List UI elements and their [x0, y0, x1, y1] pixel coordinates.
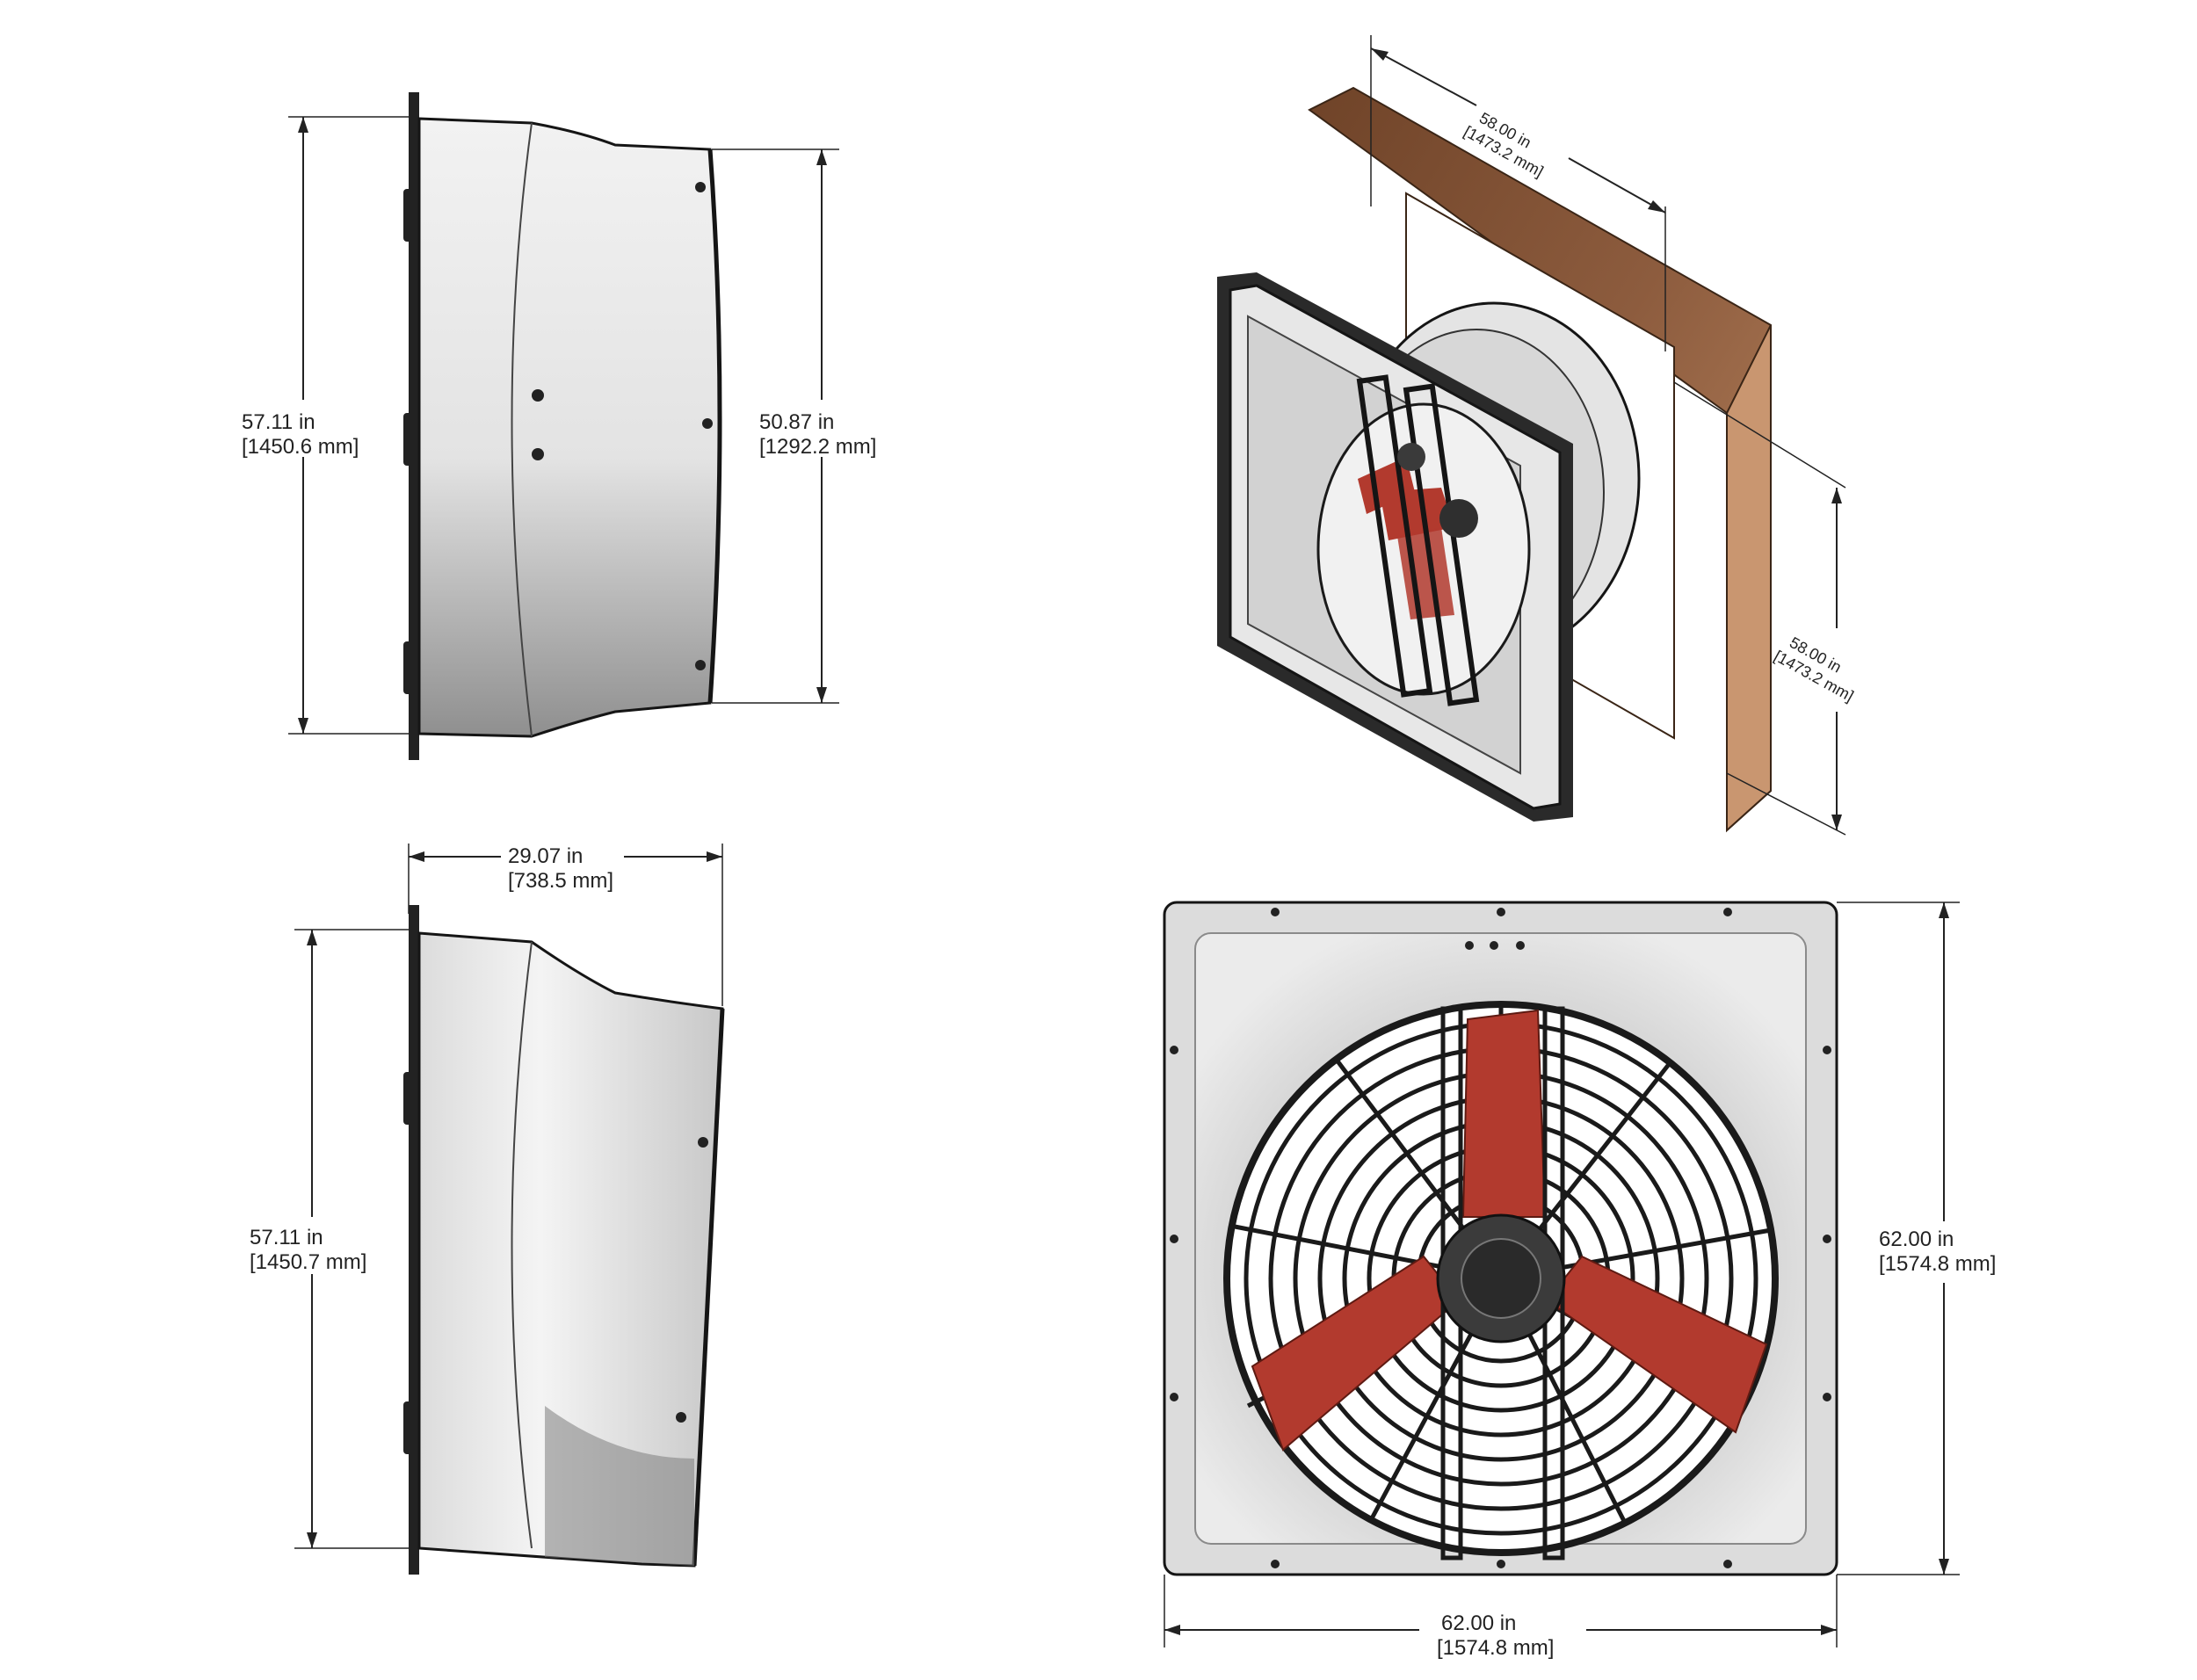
hood-body: [417, 117, 721, 738]
wood-frame-edge: [1726, 324, 1772, 833]
outlet-edge: [707, 148, 722, 704]
flange-bracket: [403, 1401, 412, 1454]
mounting-flange: [409, 92, 419, 760]
dimension-line: [1370, 47, 1477, 106]
hood-seam: [511, 122, 533, 737]
dim-label-inch: 29.07 in: [508, 844, 583, 868]
dim-label-inch: 62.00 in: [1879, 1227, 1954, 1251]
dim-label-mm: [1574.8 mm]: [1437, 1636, 1554, 1660]
fan-blade: [1251, 1255, 1461, 1452]
bolt: [695, 660, 706, 670]
motor-bracket: [1403, 383, 1480, 706]
dim-label-mm: [738.5 mm]: [508, 869, 613, 893]
dim-label-inch: 57.11 in: [242, 410, 315, 434]
flange-bracket: [403, 641, 412, 694]
dim-label-mm: [1450.7 mm]: [250, 1250, 366, 1274]
motor: [1397, 443, 1425, 471]
hub-center: [1461, 1238, 1541, 1319]
dim-label-inch: 62.00 in: [1441, 1611, 1516, 1635]
dim-label-mm: [1292.2 mm]: [759, 435, 876, 459]
side-view-bottom: 29.07 in [738.5 mm] 57.11 in [1450.7 mm]: [250, 844, 725, 1575]
isometric-view: 58.00 in [1473.2 mm] 58.00 in [1473.2 mm…: [1217, 35, 1857, 836]
motor-bracket: [1356, 374, 1433, 698]
fan-blade: [1545, 1255, 1768, 1434]
bolt: [695, 182, 706, 192]
bolt: [676, 1412, 686, 1423]
hood-shadow: [545, 1406, 694, 1566]
flange-bracket: [403, 1072, 412, 1125]
bolt: [698, 1137, 708, 1148]
mounting-holes: [1170, 908, 1831, 1568]
bolt: [532, 448, 544, 460]
dim-label-mm: [1574.8 mm]: [1879, 1252, 1996, 1276]
dim-label-mm: [1450.6 mm]: [242, 435, 359, 459]
side-view-top: 57.11 in [1450.6 mm] 50.87 in [1292.2 mm…: [242, 92, 876, 760]
dim-label-inch: 57.11 in: [250, 1226, 323, 1249]
dim-label-inch: 50.87 in: [759, 410, 834, 434]
fan-blade: [1461, 1009, 1547, 1218]
bolt: [532, 389, 544, 402]
bolt: [702, 418, 713, 429]
mounting-flange: [409, 905, 419, 1575]
hood-seam: [511, 941, 533, 1549]
hood-body: [417, 931, 724, 1568]
outlet-edge: [692, 1008, 725, 1567]
motor-hub: [1439, 499, 1478, 538]
flange-bracket: [403, 413, 412, 466]
dimension-line: [1568, 157, 1666, 214]
flange-bracket: [403, 189, 412, 242]
fan-blade: [1380, 488, 1454, 540]
front-view: 62.00 in [1574.8 mm] 62.00 in [1574.8 mm…: [1163, 901, 1996, 1660]
